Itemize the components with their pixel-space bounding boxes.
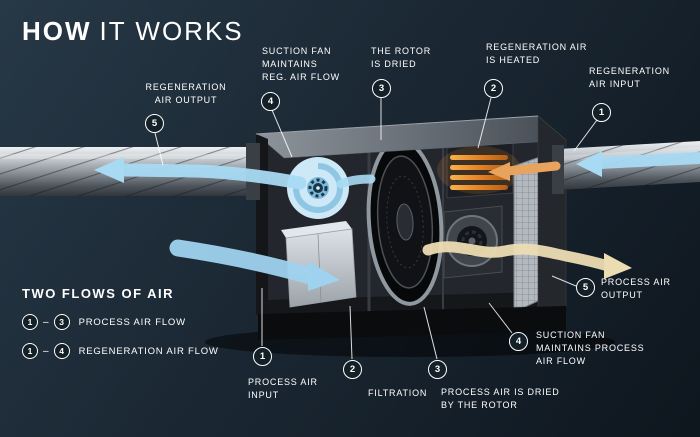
legend-badge-1: 1 [22,314,38,330]
label-line: INPUT [248,390,279,401]
callout-label-suction-fan-process: SUCTION FAN MAINTAINS PROCESS AIR FLOW [536,329,654,368]
callout-label-suction-fan-reg: SUCTION FAN MAINTAINS REG. AIR FLOW [262,45,362,84]
label-line: AIR FLOW [536,356,586,367]
label-line: REGENERATION [145,82,227,92]
callout-label-regeneration-air-output: REGENERATION AIR OUTPUT [136,81,236,107]
left-duct-icon [0,143,260,200]
label-line: MAINTAINS [262,59,318,70]
callout-label-rotor-dried: THE ROTOR IS DRIED [371,45,451,71]
callout-label-process-air-output: PROCESS AIR OUTPUT [601,276,696,302]
callout-badge-regeneration-air-heated: 2 [484,79,503,98]
label-line: PROCESS AIR [601,277,671,287]
process-suction-fan-icon [443,205,503,279]
legend-row-process-air-flow: 1 – 3 PROCESS AIR FLOW [22,314,219,330]
label-line: IS HEATED [486,55,541,66]
label-line: PROCESS AIR IS DRIED [441,387,560,397]
legend-row-regeneration-air-flow: 1 – 4 REGENERATION AIR FLOW [22,343,219,359]
label-line: AIR INPUT [589,79,641,90]
callout-label-regeneration-air-heated: REGENERATION AIR IS HEATED [486,41,604,67]
legend: TWO FLOWS OF AIR 1 – 3 PROCESS AIR FLOW … [22,286,219,359]
process-output-flow-arrow [422,241,632,279]
callout-label-process-air-dried: PROCESS AIR IS DRIED BY THE ROTOR [441,386,576,412]
label-line: MAINTAINS PROCESS [536,343,645,354]
legend-badge-1: 1 [22,343,38,359]
callout-label-regeneration-air-input: REGENERATION AIR INPUT [589,65,684,91]
legend-badge-3: 3 [53,314,70,330]
process-input-flow-arrow [169,239,340,291]
callout-leader-lines [154,97,598,360]
label-line: REGENERATION [589,66,670,76]
label-line: SUCTION FAN [536,330,606,340]
callout-badge-rotor-dried: 3 [372,79,391,98]
label-line: AIR OUTPUT [154,95,218,106]
label-line: REG. AIR FLOW [262,72,340,83]
callout-badge-process-air-dried: 3 [428,360,447,379]
label-line: SUCTION FAN [262,46,332,56]
label-line: BY THE ROTOR [441,400,518,411]
legend-label-regeneration-air-flow: REGENERATION AIR FLOW [78,345,219,357]
legend-range-dash: – [43,316,49,328]
callout-badge-process-air-output: 5 [576,278,595,297]
mesh-panel-icon [513,156,541,313]
callout-badge-regeneration-air-output: 5 [145,114,164,133]
callout-badge-process-air-input: 1 [253,347,272,366]
label-line: FILTRATION [368,388,428,398]
label-line: REGENERATION AIR [486,42,588,52]
label-line: OUTPUT [601,290,643,301]
callout-badge-regeneration-air-input: 1 [592,103,611,122]
legend-range-dash: – [43,345,49,357]
legend-label-process-air-flow: PROCESS AIR FLOW [78,316,186,328]
regeneration-input-flow-arrow [336,151,700,189]
legend-title: TWO FLOWS OF AIR [22,286,175,301]
filter-box-icon [281,221,357,308]
legend-badge-4: 4 [53,343,70,359]
regeneration-fan-icon [287,157,349,219]
callout-badge-filtration: 2 [343,360,362,379]
label-line: PROCESS AIR [248,377,318,387]
callout-badge-suction-fan-reg: 4 [261,92,280,111]
callout-badge-suction-fan-process: 4 [509,332,528,351]
heater-icon [437,142,521,199]
label-line: THE ROTOR [371,46,432,56]
title-word-how: HOW [22,16,92,46]
title-words-it-works: IT WORKS [99,16,244,46]
regeneration-output-flow-arrow [94,157,307,190]
label-line: IS DRIED [371,59,417,70]
rotor-icon [366,138,444,306]
callout-label-filtration: FILTRATION [368,387,448,400]
callout-label-process-air-input: PROCESS AIR INPUT [248,376,338,402]
